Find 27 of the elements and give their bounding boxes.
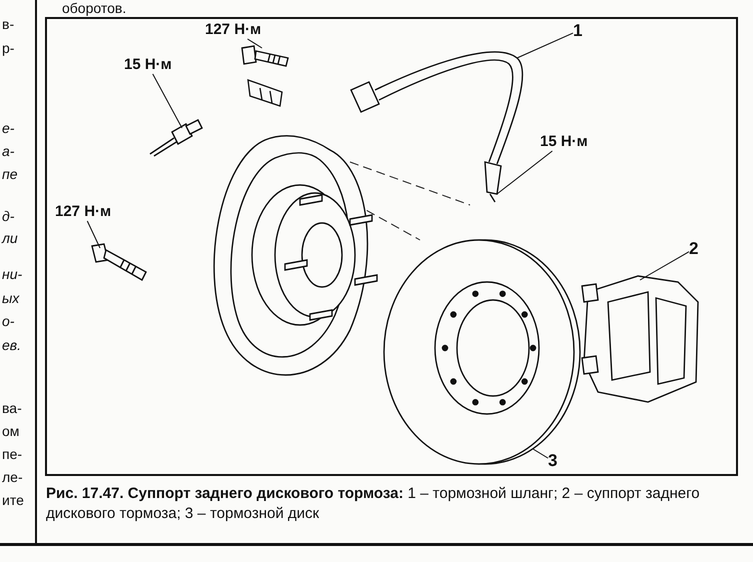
- bolt-drawing: [90, 242, 148, 284]
- leader-line: [152, 74, 182, 128]
- text-fragment: ом: [2, 423, 20, 439]
- text-fragment: ле-: [2, 469, 23, 485]
- figure-caption: Рис. 17.47. Суппорт заднего дискового тормоза: 1 – тормозной шланг; 2 – суппорт заднего дискового тормоза; 3 – тормозной диск: [46, 484, 701, 524]
- text-fragment: в-: [2, 16, 14, 32]
- leader-line: [516, 32, 574, 58]
- text-fragment: ев.: [2, 337, 21, 353]
- text-fragment: ли: [2, 230, 18, 246]
- leader-line: [496, 150, 553, 194]
- text-fragment: ых: [2, 290, 20, 306]
- text-fragment: ите: [2, 492, 24, 508]
- leader-line: [86, 220, 100, 248]
- text-fragment: е-: [2, 120, 14, 136]
- text-fragment: д-: [2, 208, 14, 224]
- text-fragment: оборотов.: [62, 0, 126, 16]
- text-fragment: о-: [2, 313, 14, 329]
- leader-line: [532, 448, 548, 459]
- text-fragment: ни-: [2, 266, 22, 282]
- text-fragment: пе-: [2, 446, 22, 462]
- text-fragment: ва-: [2, 400, 22, 416]
- brake-disc-drawing: [383, 238, 581, 466]
- text-fragment: р-: [2, 40, 14, 56]
- text-fragment: а-: [2, 143, 14, 159]
- leader-line: [640, 251, 690, 280]
- text-fragment: пе: [2, 166, 18, 182]
- leader-line: [247, 38, 262, 48]
